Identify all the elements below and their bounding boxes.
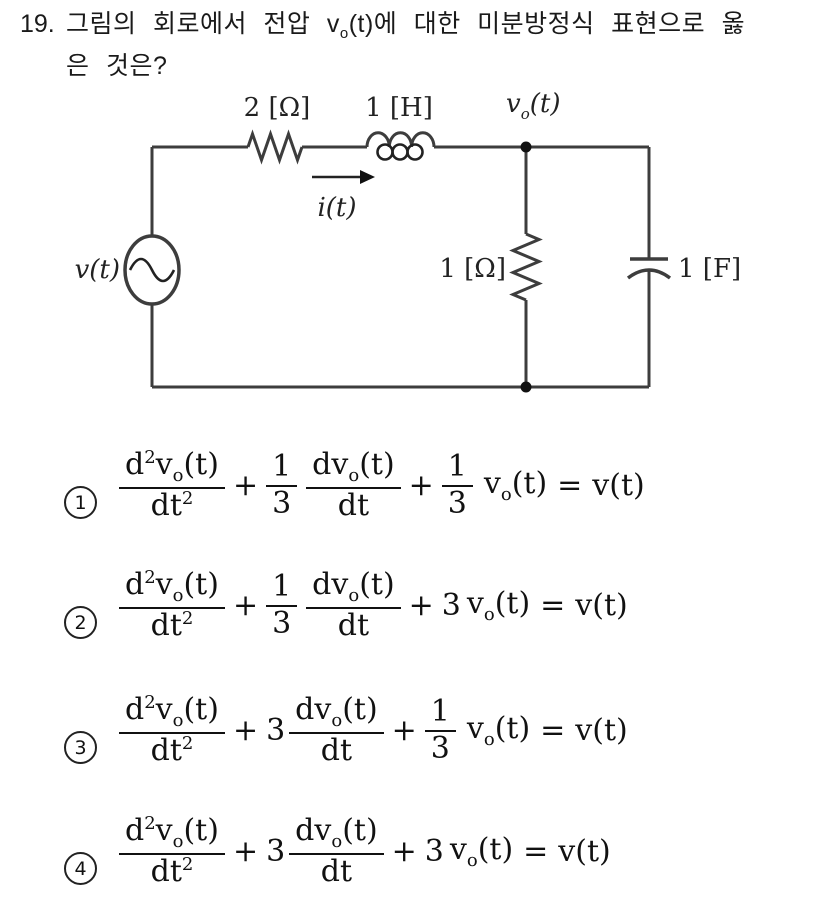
option-2-formula: d2vo(t) dt2 + 1 3 dvo(t) dt + 3 vo(t) = … [119,567,628,644]
option-1: 1 d2vo(t) dt2 + 1 3 dvo(t) dt + 1 [64,447,645,524]
inductor [365,131,436,161]
output-voltage-label: vo(t) [506,89,560,123]
option-3-number: 3 [64,731,97,765]
first-derivative-term: dvo(t) dt [306,447,401,524]
coefficient-fraction: 1 3 [266,570,298,642]
coefficient: 3 [441,588,461,624]
ac-voltage-source [123,234,181,306]
vo-term: vo(t) [483,466,548,506]
option-3-formula: d2vo(t) dt2 + 3 dvo(t) dt + 1 3 vo(t) = … [119,692,628,769]
first-derivative-term: dvo(t) dt [289,813,384,890]
equals-sign: = [557,468,583,504]
plus-sign: + [232,468,259,504]
equals-sign: = [540,713,566,749]
output-v-paren: (t) [530,89,561,119]
vo-term: vo(t) [466,586,531,626]
current-arrow-icon [312,170,375,184]
question-header: 19. 그림의 회로에서 전압 vo(t)에 대한 미분방정식 표현으로 옳 은… [20,8,802,82]
question-line1-part: 그림의 회로에서 전압 v [66,10,340,38]
question-line1: 그림의 회로에서 전압 vo(t)에 대한 미분방정식 표현으로 옳 [66,8,802,50]
capacitor-label: 1 [F] [678,254,741,284]
second-derivative-term: d2vo(t) dt2 [119,813,225,890]
plus-sign: + [408,468,434,504]
source-term: v(t) [575,588,628,624]
coefficient: 3 [424,834,444,870]
option-1-number: 1 [64,486,97,520]
option-4-formula: d2vo(t) dt2 + 3 dvo(t) dt + 3 vo(t) = v(… [119,813,611,890]
circuit-diagram: 2 [Ω] 1 [H] vo(t) i(t) v(t) 1 [Ω] 1 [F] [75,89,741,393]
second-derivative-term: d2vo(t) dt2 [119,567,225,644]
coefficient-fraction: 1 3 [266,450,298,522]
coefficient-fraction: 1 3 [441,450,473,522]
plus-sign: + [232,834,259,870]
circuit-wires [150,145,651,389]
output-v: v [506,89,521,119]
first-derivative-term: dvo(t) dt [306,567,401,644]
question-number: 19. [20,10,55,38]
plus-sign: + [408,588,434,624]
vo-term: vo(t) [466,711,531,751]
node-dot-bottom [520,381,532,393]
question-line2: 은 것은? [66,52,168,80]
coefficient: 3 [266,834,286,870]
coefficient-fraction: 1 3 [424,695,456,767]
first-derivative-term: dvo(t) dt [289,692,384,769]
series-resistor [246,129,304,165]
plus-sign: + [232,588,259,624]
question-text: 그림의 회로에서 전압 vo(t)에 대한 미분방정식 표현으로 옳 은 것은? [66,8,802,82]
plus-sign: + [391,713,417,749]
option-2-number: 2 [64,606,97,640]
current-label: i(t) [317,193,356,223]
option-3: 3 d2vo(t) dt2 + 3 dvo(t) dt + 1 3 vo(t) … [64,692,628,769]
inductor-label: 1 [H] [365,93,433,123]
equals-sign: = [523,834,549,870]
option-4-number: 4 [64,852,97,886]
shunt-resistor [509,232,543,302]
series-resistor-label: 2 [Ω] [244,93,311,123]
source-label: v(t) [75,255,120,285]
question-line1-part2: (t)에 대한 미분방정식 표현으로 옳 [348,10,746,38]
option-4: 4 d2vo(t) dt2 + 3 dvo(t) dt + 3 vo(t) = … [64,813,611,890]
vo-term: vo(t) [449,832,514,872]
v-subscript: o [339,25,349,42]
plus-sign: + [391,834,417,870]
second-derivative-term: d2vo(t) dt2 [119,447,225,524]
capacitor [626,257,672,280]
option-2: 2 d2vo(t) dt2 + 1 3 dvo(t) dt + 3 vo(t) … [64,567,628,644]
output-v-sub: o [521,105,530,123]
node-dot-top [520,141,532,153]
source-term: v(t) [558,834,611,870]
source-term: v(t) [575,713,628,749]
shunt-resistor-label: 1 [Ω] [439,254,506,284]
coefficient: 3 [266,713,286,749]
second-derivative-term: d2vo(t) dt2 [119,692,225,769]
option-1-formula: d2vo(t) dt2 + 1 3 dvo(t) dt + 1 3 vo(t) [119,447,645,524]
source-term: v(t) [592,468,645,504]
equals-sign: = [540,588,566,624]
plus-sign: + [232,713,259,749]
